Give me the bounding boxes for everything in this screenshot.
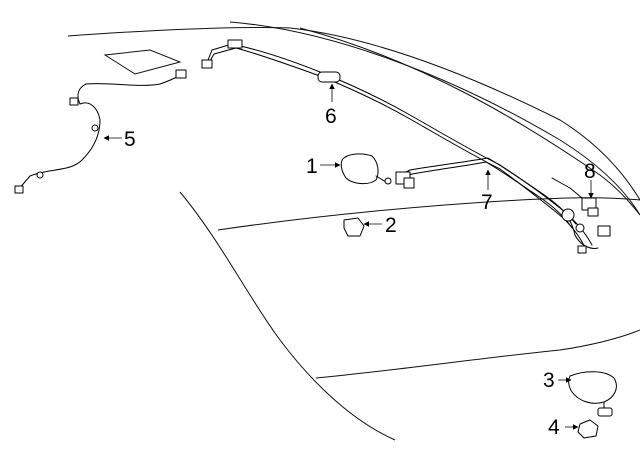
sensor-part-3 [568, 371, 617, 417]
callout-1: 1 [306, 155, 318, 178]
callout-2: 2 [385, 214, 397, 237]
bracket-part-4 [577, 419, 599, 439]
wire-harness-part-5 [14, 69, 187, 194]
sensor-part-1 [340, 153, 392, 185]
bracket-part-2 [343, 217, 365, 237]
callout-8: 8 [584, 160, 596, 183]
callout-3: 3 [543, 369, 555, 392]
callout-7: 7 [481, 191, 493, 214]
callout-leaders [103, 83, 594, 430]
callout-6: 6 [325, 105, 337, 128]
wire-harness-part-7 [395, 157, 585, 233]
callout-5: 5 [124, 128, 136, 151]
callout-4: 4 [548, 416, 560, 439]
connector-part-8 [551, 177, 599, 217]
vehicle-body-outline [67, 21, 640, 441]
wire-harness-part-6 [201, 39, 611, 254]
